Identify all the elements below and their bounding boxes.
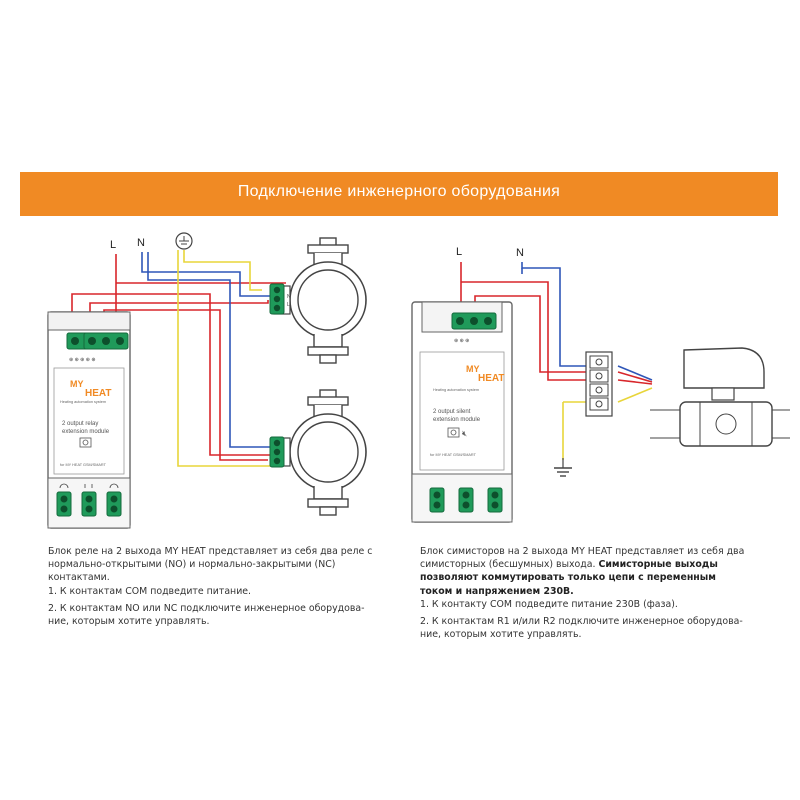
right-output-terminal-2 (458, 487, 474, 513)
svg-text:⊕ ⊕ ⊕: ⊕ ⊕ ⊕ (454, 338, 469, 344)
left-description-intro: Блок реле на 2 выхода MY HEAT представля… (48, 546, 373, 584)
right-output-terminal-1 (429, 487, 445, 513)
left-pump-top-terminal (269, 283, 285, 315)
left-module-text-1: 2 output relay (62, 421, 98, 427)
right-config-icon (447, 427, 460, 438)
right-logo-my: MY (466, 364, 480, 374)
left-label-n: N (137, 237, 145, 249)
right-diagram: L N ⊕ ⊕ ⊕ MY HEAT Heating automatio (411, 246, 790, 523)
title-banner: Подключение инженерного оборудования (20, 172, 778, 216)
left-top-terminal-2 (83, 332, 129, 350)
right-terminal-block (585, 351, 613, 417)
right-label-l: L (456, 246, 462, 258)
left-pump-terminal-n: N (287, 294, 291, 300)
right-description-step-2: 2. К контактам R1 и/или R2 подключите ин… (420, 616, 743, 641)
right-module-text-2: extension module (433, 417, 481, 423)
left-pump-top (273, 237, 367, 364)
left-logo-heat: HEAT (85, 388, 111, 399)
right-module-text-1: 2 output silent (433, 409, 471, 415)
right-ground-icon (553, 457, 573, 477)
right-silent-icon: 🔇︎ (462, 429, 467, 438)
left-description: Блок реле на 2 выхода MY HEAT представля… (48, 545, 378, 628)
right-top-terminal (451, 312, 497, 330)
left-pump-bottom (273, 389, 367, 516)
left-logo-my: MY (70, 379, 84, 389)
left-description-step-2: 2. К контактам NO или NC подключите инже… (48, 602, 365, 628)
left-description-step-1: 1. К контактам COM подведите питание. (48, 585, 252, 597)
banner-title: Подключение инженерного оборудования (237, 183, 561, 200)
right-description: Блок симисторов на 2 выхода MY HEAT пред… (420, 545, 750, 641)
left-label-l: L (110, 239, 116, 251)
left-pump-bottom-terminal (269, 436, 285, 468)
right-description-bold: Симисторные выходы позволяют коммутирова… (420, 559, 718, 597)
right-label-n: N (516, 247, 524, 259)
relay-module: ⊕ ⊕ ⊕ ⊕ ⊕ MY HEAT Heating automation sys… (47, 311, 131, 529)
left-output-terminal-2 (81, 491, 97, 517)
left-config-icon (79, 437, 92, 448)
left-ground-icon (175, 232, 193, 250)
motorized-valve (650, 347, 790, 447)
right-output-terminal-3 (487, 487, 503, 513)
left-module-compat: for MY HEAT GSM/SMART (60, 463, 107, 467)
svg-text:⊕ ⊕ ⊕ ⊕ ⊕: ⊕ ⊕ ⊕ ⊕ ⊕ (69, 357, 96, 363)
right-description-step-1: 1. К контакту COM подведите питание 230В… (420, 598, 678, 610)
left-diagram: L N ⊕ ⊕ ⊕ ⊕ ⊕ MY (47, 232, 367, 529)
triac-module: ⊕ ⊕ ⊕ MY HEAT Heating automation system … (411, 301, 513, 523)
left-output-terminal-3 (106, 491, 122, 517)
left-output-terminal-1 (56, 491, 72, 517)
left-pump-terminal-l: L (287, 302, 290, 308)
right-logo-heat: HEAT (478, 373, 504, 384)
right-description-intro: Блок симисторов на 2 выхода MY HEAT пред… (420, 546, 745, 571)
right-module-compat: for MY HEAT GSM/SMART (430, 453, 477, 457)
right-logo-tag: Heating automation system (433, 388, 479, 392)
left-module-text-2: extension module (62, 429, 110, 435)
left-logo-tag: Heating automation system (60, 400, 106, 404)
